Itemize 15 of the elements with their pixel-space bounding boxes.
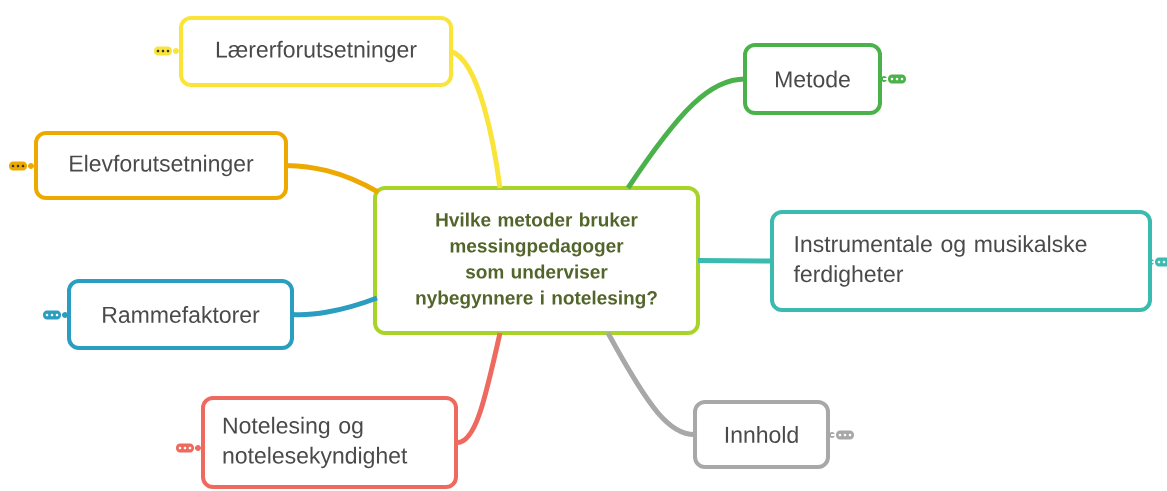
branch-line <box>698 258 773 264</box>
branch-line <box>291 295 378 318</box>
branch-line <box>605 331 696 437</box>
branch-box: Elevforutsetninger <box>34 131 288 200</box>
branch-line <box>285 163 380 195</box>
topic-box: Hvilke metoder bruker messingpedagoger som underviser nybegynnere i notelesing? <box>373 186 700 335</box>
branch-box: Notelesing og notelesekyndighet <box>201 396 458 489</box>
branch-line <box>625 76 746 190</box>
branch-line <box>455 332 503 445</box>
branch-box: Instrumentale og musikalske ferdigheter <box>770 210 1152 312</box>
branch-box: Metode <box>743 43 882 115</box>
branch-box: Innhold <box>693 400 830 469</box>
branch-line <box>449 49 503 189</box>
branch-box: Lærerforutsetninger <box>179 16 453 87</box>
branch-box: Rammefaktorer <box>67 279 294 350</box>
